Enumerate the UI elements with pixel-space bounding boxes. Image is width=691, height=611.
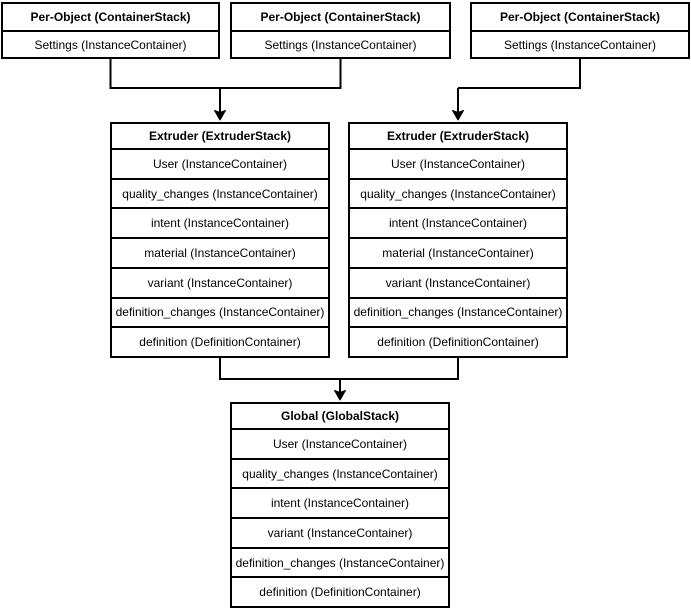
stack-title: Per-Object (ContainerStack) xyxy=(260,10,421,24)
stack-row: definition (DefinitionContainer) xyxy=(232,576,448,606)
stack-row: intent (InstanceContainer) xyxy=(350,207,566,237)
per-object-stack-3: Per-Object (ContainerStack) Settings (In… xyxy=(470,2,690,59)
stack-row: intent (InstanceContainer) xyxy=(232,487,448,517)
stack-row: quality_changes (InstanceContainer) xyxy=(232,457,448,488)
stack-row: quality_changes (InstanceContainer) xyxy=(112,177,328,208)
stack-row: variant (InstanceContainer) xyxy=(112,266,328,297)
stack-row: definition (DefinitionContainer) xyxy=(350,326,566,356)
connector-perobject1-perobject2 xyxy=(109,58,342,89)
arrowhead-left-extruder xyxy=(214,110,226,121)
stack-row: definition (DefinitionContainer) xyxy=(112,326,328,356)
stack-row: variant (InstanceContainer) xyxy=(350,266,566,297)
connector-extruders-merge xyxy=(219,357,459,380)
stack-row: User (InstanceContainer) xyxy=(350,148,566,178)
stack-title: Per-Object (ContainerStack) xyxy=(499,10,661,24)
stack-row: material (InstanceContainer) xyxy=(112,237,328,267)
per-object-stack-2: Per-Object (ContainerStack) Settings (In… xyxy=(230,2,451,59)
per-object-stack-1: Per-Object (ContainerStack) Settings (In… xyxy=(1,2,220,59)
stack-row: Settings (InstanceContainer) xyxy=(472,30,688,57)
global-stack: Global (GlobalStack) User (InstanceConta… xyxy=(230,402,450,608)
stack-row: intent (InstanceContainer) xyxy=(112,207,328,237)
stack-row: Settings (InstanceContainer) xyxy=(232,30,449,57)
stack-row: material (InstanceContainer) xyxy=(350,237,566,267)
stack-row: Settings (InstanceContainer) xyxy=(3,30,218,57)
stack-row: definition_changes (InstanceContainer) xyxy=(112,296,328,327)
stack-row: definition_changes (InstanceContainer) xyxy=(232,546,448,577)
stack-title: Per-Object (ContainerStack) xyxy=(30,10,191,24)
stack-title: Global (GlobalStack) xyxy=(280,409,400,423)
stack-row: quality_changes (InstanceContainer) xyxy=(350,177,566,208)
stack-row: User (InstanceContainer) xyxy=(232,428,448,458)
arrowhead-right-extruder xyxy=(452,110,464,121)
extruder-stack-2: Extruder (ExtruderStack) User (InstanceC… xyxy=(348,122,568,358)
stack-title: Extruder (ExtruderStack) xyxy=(386,129,530,143)
connector-perobject3 xyxy=(458,58,581,89)
stack-row: User (InstanceContainer) xyxy=(112,148,328,178)
stack-row: definition_changes (InstanceContainer) xyxy=(350,296,566,327)
stack-row: variant (InstanceContainer) xyxy=(232,517,448,547)
stack-title: Extruder (ExtruderStack) xyxy=(148,129,292,143)
extruder-stack-1: Extruder (ExtruderStack) User (InstanceC… xyxy=(110,122,330,358)
arrowhead-global xyxy=(334,390,346,401)
